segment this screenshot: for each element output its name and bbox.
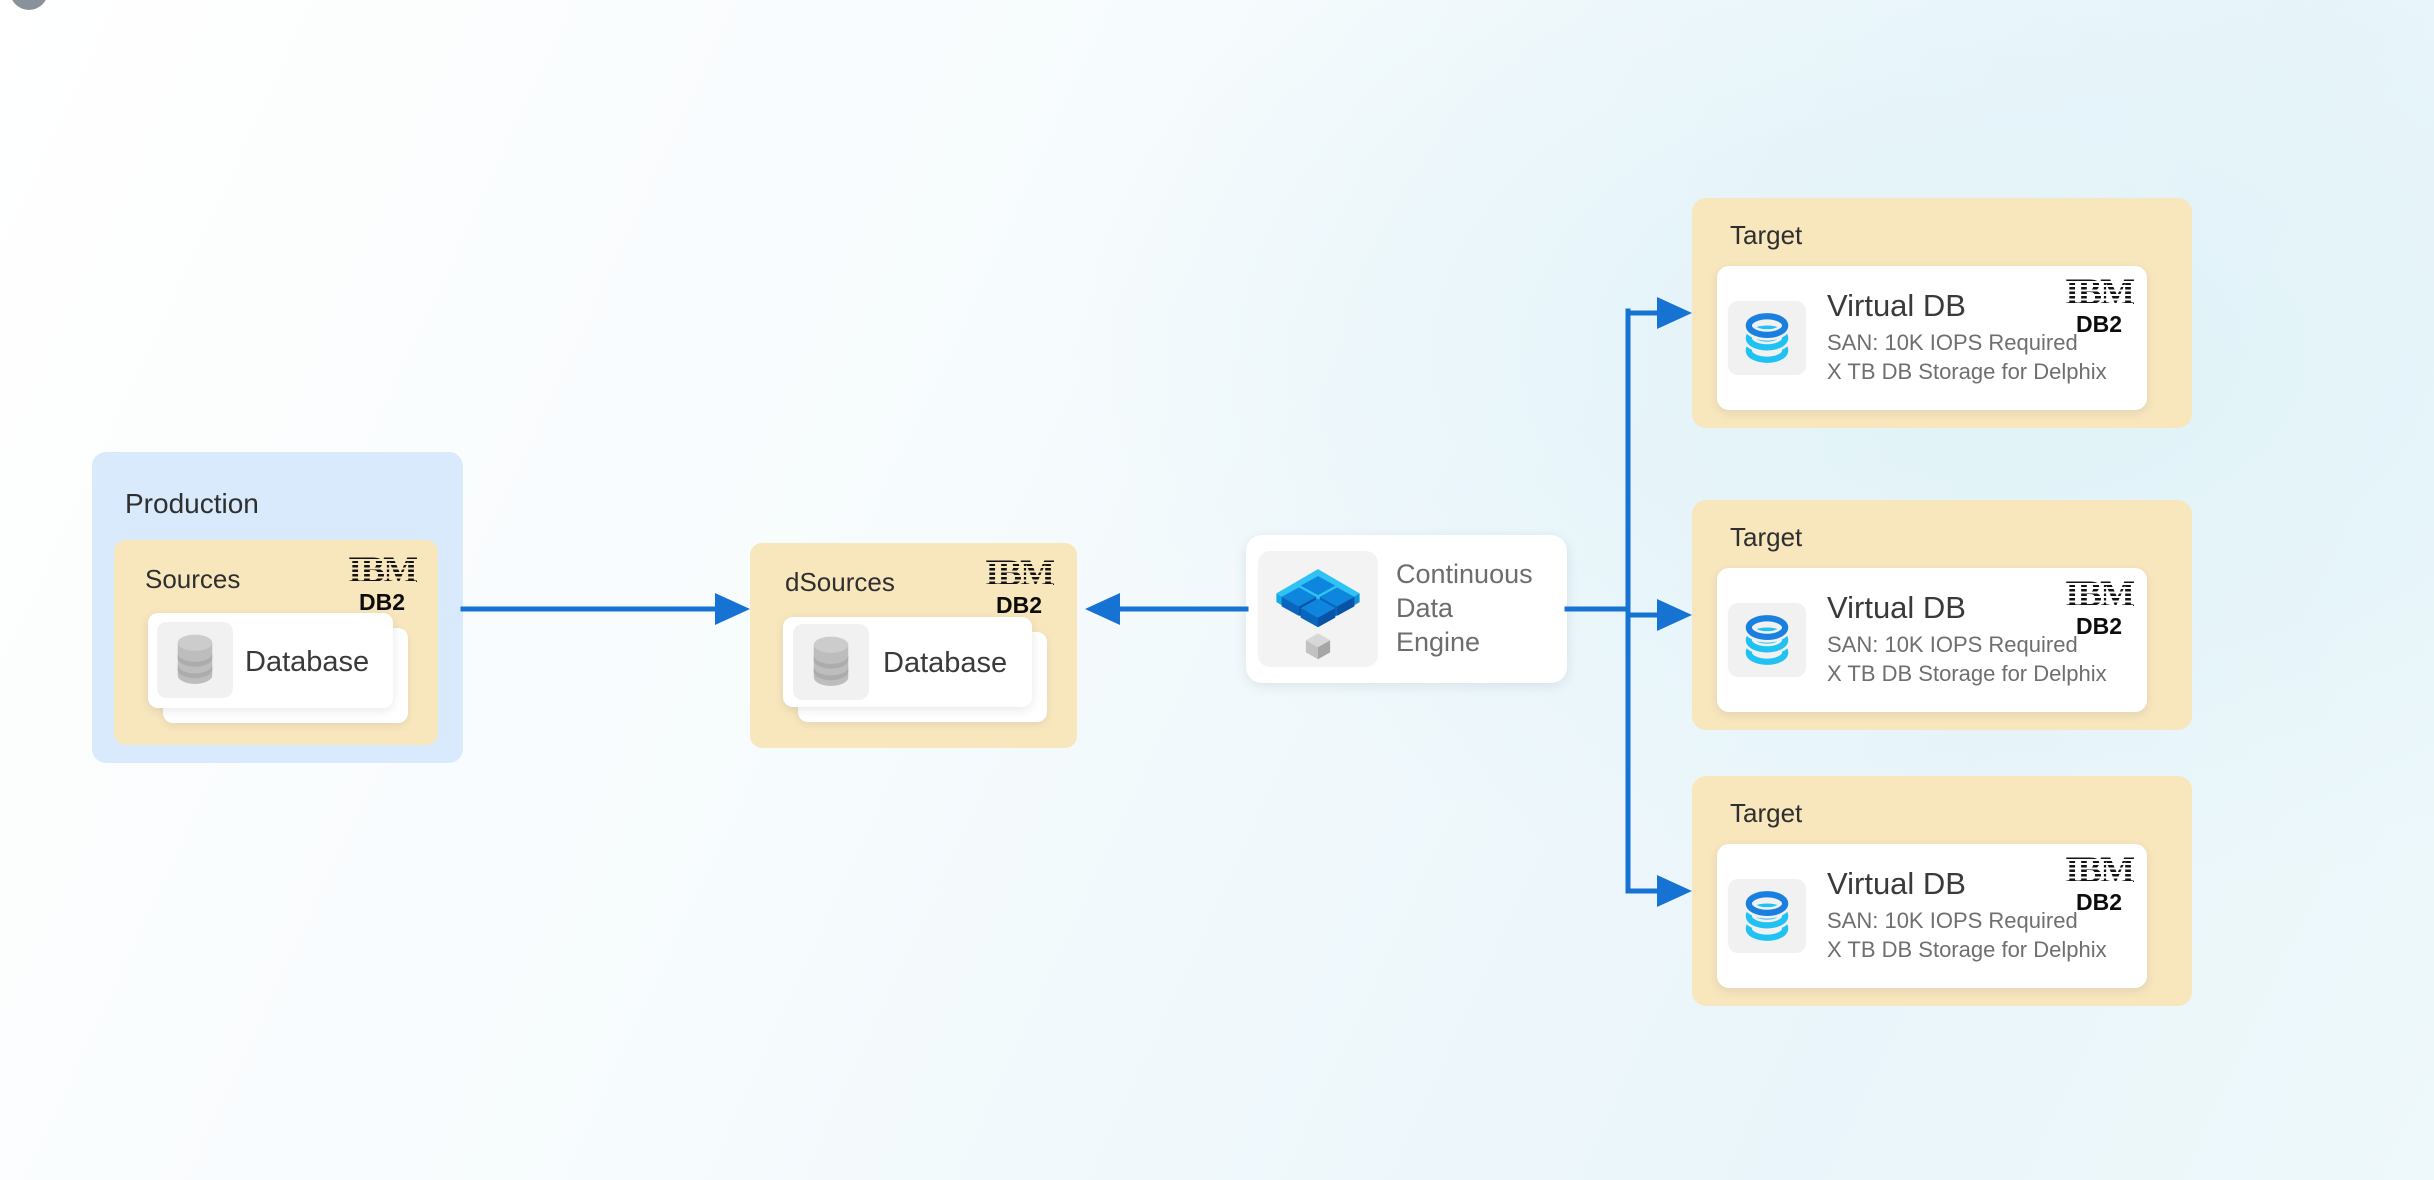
ibm-db2-logo: IBM DB2 xyxy=(2065,850,2135,915)
db2-logo-text: DB2 xyxy=(2075,889,2122,915)
ibm-logo-text: IBM xyxy=(985,553,1055,594)
production-box: Production Sources IBM DB2 Database xyxy=(92,452,463,763)
virtual-db-card: Virtual DB SAN: 10K IOPS Required X TB D… xyxy=(1717,844,2147,988)
engine-label: Continuous Data Engine xyxy=(1396,557,1533,659)
db2-logo-text: DB2 xyxy=(358,589,405,615)
virtual-db-spec-1: SAN: 10K IOPS Required xyxy=(1827,330,2078,355)
dsources-group-box: dSources IBM DB2 Database xyxy=(750,543,1077,748)
ibm-db2-logo: IBM DB2 xyxy=(348,550,418,615)
arrowhead-engine-to-dsources xyxy=(1085,593,1120,625)
ibm-logo-text: IBM xyxy=(2065,272,2135,313)
arrowhead-target-3 xyxy=(1657,875,1692,907)
ibm-db2-logo: IBM DB2 xyxy=(2065,574,2135,639)
database-icon-tile xyxy=(157,622,233,698)
ibm-logo-text: IBM xyxy=(348,550,418,591)
database-card: Database xyxy=(148,613,393,708)
virtual-database-icon xyxy=(1743,310,1791,363)
arrowhead-target-2 xyxy=(1657,599,1692,631)
production-label: Production xyxy=(125,488,259,519)
target-box-3: Target Virtual DB SAN: 10K IOPS Required… xyxy=(1692,776,2192,1006)
virtual-db-icon-tile xyxy=(1728,603,1806,677)
continuous-data-engine-icon xyxy=(1276,569,1360,660)
db2-logo-text: DB2 xyxy=(2075,311,2122,337)
virtual-db-icon-tile xyxy=(1728,301,1806,375)
virtual-db-card: Virtual DB SAN: 10K IOPS Required X TB D… xyxy=(1717,266,2147,410)
database-icon-tile xyxy=(793,624,869,700)
virtual-db-title: Virtual DB xyxy=(1827,288,1966,323)
virtual-db-spec-2: X TB DB Storage for Delphix xyxy=(1827,359,2107,384)
engine-icon-tile xyxy=(1258,551,1378,667)
virtual-db-spec-1: SAN: 10K IOPS Required xyxy=(1827,632,2078,657)
virtual-db-title: Virtual DB xyxy=(1827,866,1966,901)
ibm-db2-logo: IBM DB2 xyxy=(2065,272,2135,337)
engine-label-line3: Engine xyxy=(1396,627,1481,657)
ibm-logo-text: IBM xyxy=(2065,574,2135,615)
target-label: Target xyxy=(1730,220,1803,250)
sources-group-box: Sources IBM DB2 Database xyxy=(114,540,438,745)
db2-logo-text: DB2 xyxy=(995,592,1042,618)
database-icon xyxy=(813,636,849,686)
virtual-db-card: Virtual DB SAN: 10K IOPS Required X TB D… xyxy=(1717,568,2147,712)
virtual-db-spec-2: X TB DB Storage for Delphix xyxy=(1827,661,2107,686)
target-box-1: Target Virtual DB SAN: 10K IOPS Required… xyxy=(1692,198,2192,428)
database-icon xyxy=(177,634,213,684)
ibm-db2-logo: IBM DB2 xyxy=(985,553,1055,618)
engine-label-line2: Data xyxy=(1396,593,1454,623)
engine-label-line1: Continuous xyxy=(1396,559,1533,589)
virtual-db-icon-tile xyxy=(1728,879,1806,953)
corner-dot-decoration xyxy=(10,0,48,10)
ibm-logo-text: IBM xyxy=(2065,850,2135,891)
virtual-db-title: Virtual DB xyxy=(1827,590,1966,625)
continuous-data-engine-card: Continuous Data Engine xyxy=(1246,535,1567,683)
target-box-2: Target Virtual DB SAN: 10K IOPS Required… xyxy=(1692,500,2192,730)
virtual-db-spec-2: X TB DB Storage for Delphix xyxy=(1827,937,2107,962)
sources-label: Sources xyxy=(145,564,241,594)
database-card-label: Database xyxy=(245,646,370,678)
target-label: Target xyxy=(1730,522,1803,552)
virtual-db-spec-1: SAN: 10K IOPS Required xyxy=(1827,908,2078,933)
target-label: Target xyxy=(1730,798,1803,828)
database-card: Database xyxy=(783,617,1032,707)
db2-logo-text: DB2 xyxy=(2075,613,2122,639)
arrowhead-dsources xyxy=(715,593,750,625)
arrowhead-target-1 xyxy=(1657,297,1692,329)
virtual-database-icon xyxy=(1743,612,1791,665)
database-card-label: Database xyxy=(883,647,1008,679)
virtual-database-icon xyxy=(1743,888,1791,941)
dsources-label: dSources xyxy=(785,567,895,597)
